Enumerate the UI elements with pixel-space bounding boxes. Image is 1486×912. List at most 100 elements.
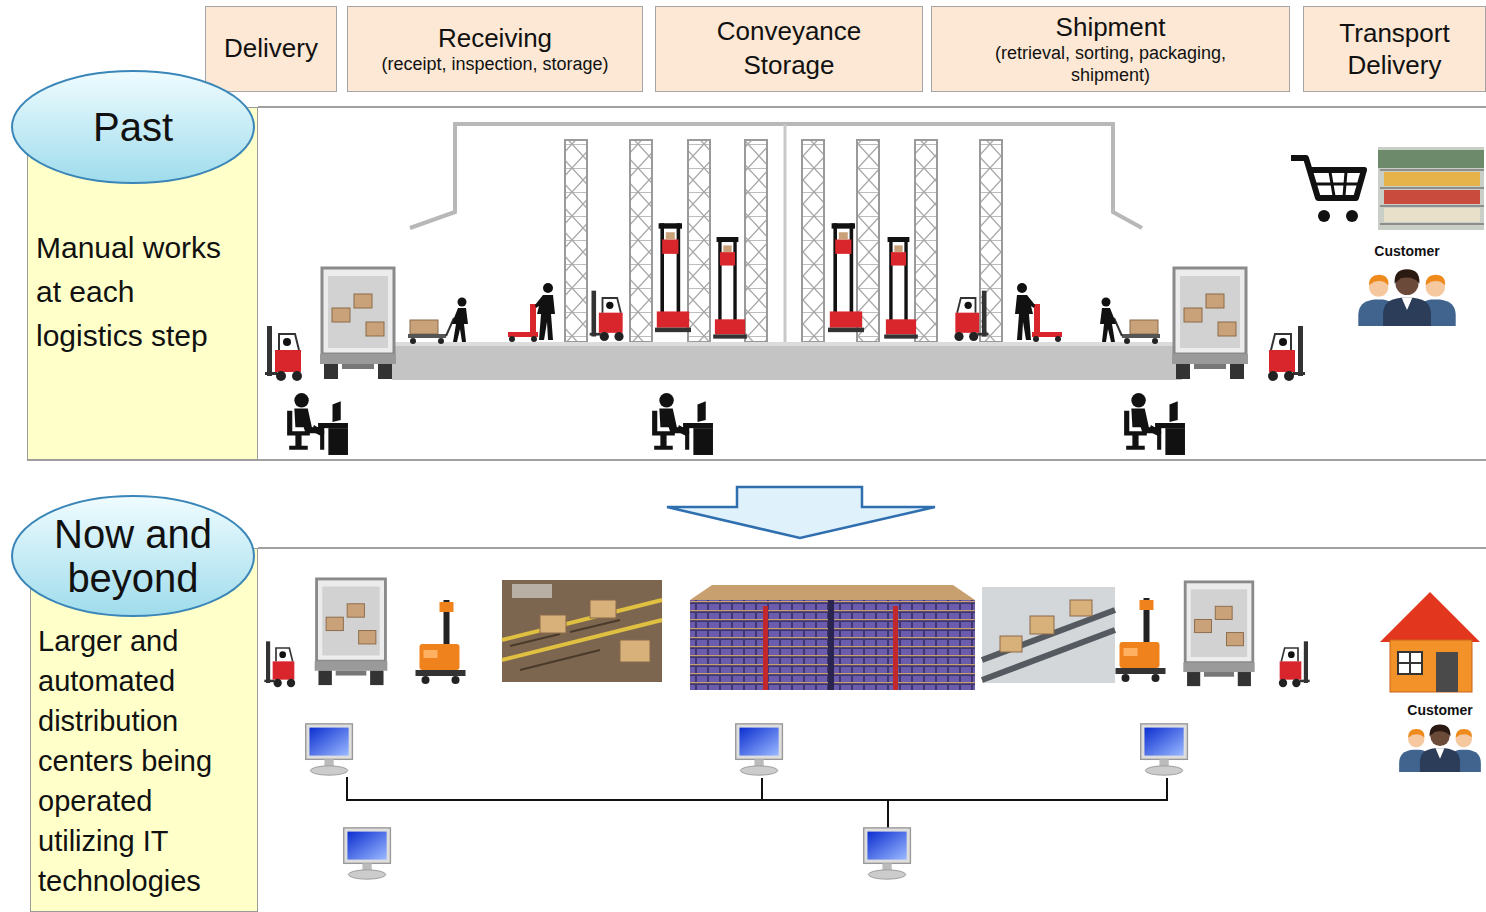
automated-storage xyxy=(893,606,898,690)
customer-icon xyxy=(1358,269,1455,326)
network-line xyxy=(347,777,1167,828)
storage-rack xyxy=(745,140,767,342)
desk-worker xyxy=(1124,393,1185,455)
customer-label: Customer xyxy=(1367,243,1447,259)
shopping-cart xyxy=(1346,210,1358,222)
forklift xyxy=(1268,326,1305,381)
shopping-cart xyxy=(1314,172,1360,196)
shopping-cart xyxy=(1291,158,1364,198)
automated-storage xyxy=(690,585,975,600)
customer-house xyxy=(1390,640,1472,692)
era-description: Manual works at each logistics step xyxy=(36,226,249,358)
worker-with-cart xyxy=(1015,283,1062,342)
customer-house xyxy=(1380,592,1480,692)
step-header: Receiving(receipt, inspection, storage) xyxy=(347,6,643,92)
node-body: Past xyxy=(10,103,256,151)
step-header: Shipment(retrieval, sorting, packaging, … xyxy=(931,6,1290,92)
supermarket-shelf xyxy=(1378,147,1484,230)
desk-worker xyxy=(287,393,1185,455)
ellipse-outline xyxy=(12,71,254,183)
era-title: Past xyxy=(93,103,173,151)
section-frame xyxy=(258,547,1486,549)
delivery-truck xyxy=(320,268,1248,379)
worker-with-cart xyxy=(508,283,555,342)
customer-label: Customer xyxy=(1400,702,1480,718)
node-body: Transport Delivery xyxy=(1309,17,1480,82)
automated-guided-vehicle xyxy=(416,600,466,684)
computer-icon xyxy=(736,724,783,775)
era-description: Larger and automated distribution center… xyxy=(38,621,250,901)
computer-icon xyxy=(864,828,911,879)
automated-storage xyxy=(690,585,975,690)
delivery-truck xyxy=(320,268,396,379)
delivery-truck xyxy=(1172,268,1248,379)
desk-worker xyxy=(287,393,348,455)
conveyor-photo xyxy=(540,615,566,633)
forklift xyxy=(954,291,988,341)
desk-worker xyxy=(652,393,713,455)
era-ellipse: Now and beyond xyxy=(10,494,256,618)
worker-with-cart xyxy=(1015,283,1062,342)
supermarket-shelf xyxy=(1378,147,1484,230)
step-title: Transport Delivery xyxy=(1320,17,1470,82)
conveyor-photo xyxy=(1000,636,1022,652)
reach-truck xyxy=(655,223,918,338)
worker-with-cart xyxy=(1100,298,1160,345)
node-body: Shipment(retrieval, sorting, packaging, … xyxy=(937,12,1284,86)
storage-rack xyxy=(630,140,652,342)
reach-truck xyxy=(884,237,918,339)
node-body: Delivery xyxy=(210,33,332,64)
transition-arrow xyxy=(667,487,935,538)
forklift xyxy=(265,291,1305,381)
supermarket-shelf xyxy=(1384,172,1480,186)
delivery-truck xyxy=(315,579,388,685)
warehouse-floor xyxy=(392,342,1182,380)
supermarket-shelf xyxy=(1384,190,1480,204)
node-body: Larger and automated distribution center… xyxy=(38,621,250,901)
forklift xyxy=(1279,641,1310,687)
step-title: Receiving xyxy=(438,23,552,54)
step-header: Conveyance Storage xyxy=(655,6,923,92)
supermarket-shelf xyxy=(1384,208,1480,222)
customer-icon xyxy=(1399,724,1481,772)
forklift xyxy=(954,291,988,341)
forklift xyxy=(264,641,295,687)
conveyor-photo xyxy=(982,610,1115,680)
warehouse-floor xyxy=(392,342,1182,346)
step-detail: (retrieval, sorting, packaging, shipment… xyxy=(991,43,1231,86)
node-body: Conveyance Storage xyxy=(661,15,917,83)
conveyor-photo xyxy=(512,584,552,598)
customer-house xyxy=(1398,652,1422,674)
warehouse-roof xyxy=(410,124,1142,228)
customer-house xyxy=(1436,652,1458,692)
reach-truck xyxy=(713,237,747,339)
era-title: Now and beyond xyxy=(33,512,233,600)
automated-storage xyxy=(690,600,975,690)
storage-rack xyxy=(688,140,710,342)
section-frame xyxy=(258,106,1486,108)
section-frame xyxy=(27,107,1486,548)
conveyor-photo xyxy=(590,600,616,618)
forklift xyxy=(265,326,302,381)
step-title: Conveyance Storage xyxy=(704,15,874,83)
supermarket-shelf xyxy=(1380,170,1484,224)
customer-icon xyxy=(1358,269,1481,772)
ellipse-outline xyxy=(12,496,254,616)
forklift xyxy=(1279,641,1310,687)
automated-guided-vehicle xyxy=(1116,598,1166,682)
conveyor-photo xyxy=(1030,616,1054,634)
storage-rack xyxy=(565,140,587,342)
shopping-cart xyxy=(1291,158,1364,222)
conveyor-photo xyxy=(982,587,1115,683)
warehouse-roof xyxy=(784,124,787,342)
network-line xyxy=(347,777,1167,828)
computer-icon xyxy=(306,724,1188,879)
reach-truck xyxy=(828,223,864,332)
worker-with-cart xyxy=(408,283,1160,344)
reach-truck xyxy=(655,223,691,332)
computer-icon xyxy=(344,828,391,879)
conveyor-photo xyxy=(502,580,662,682)
forklift xyxy=(1268,326,1305,381)
step-header: Delivery xyxy=(205,6,337,92)
computer-icon xyxy=(306,724,353,775)
